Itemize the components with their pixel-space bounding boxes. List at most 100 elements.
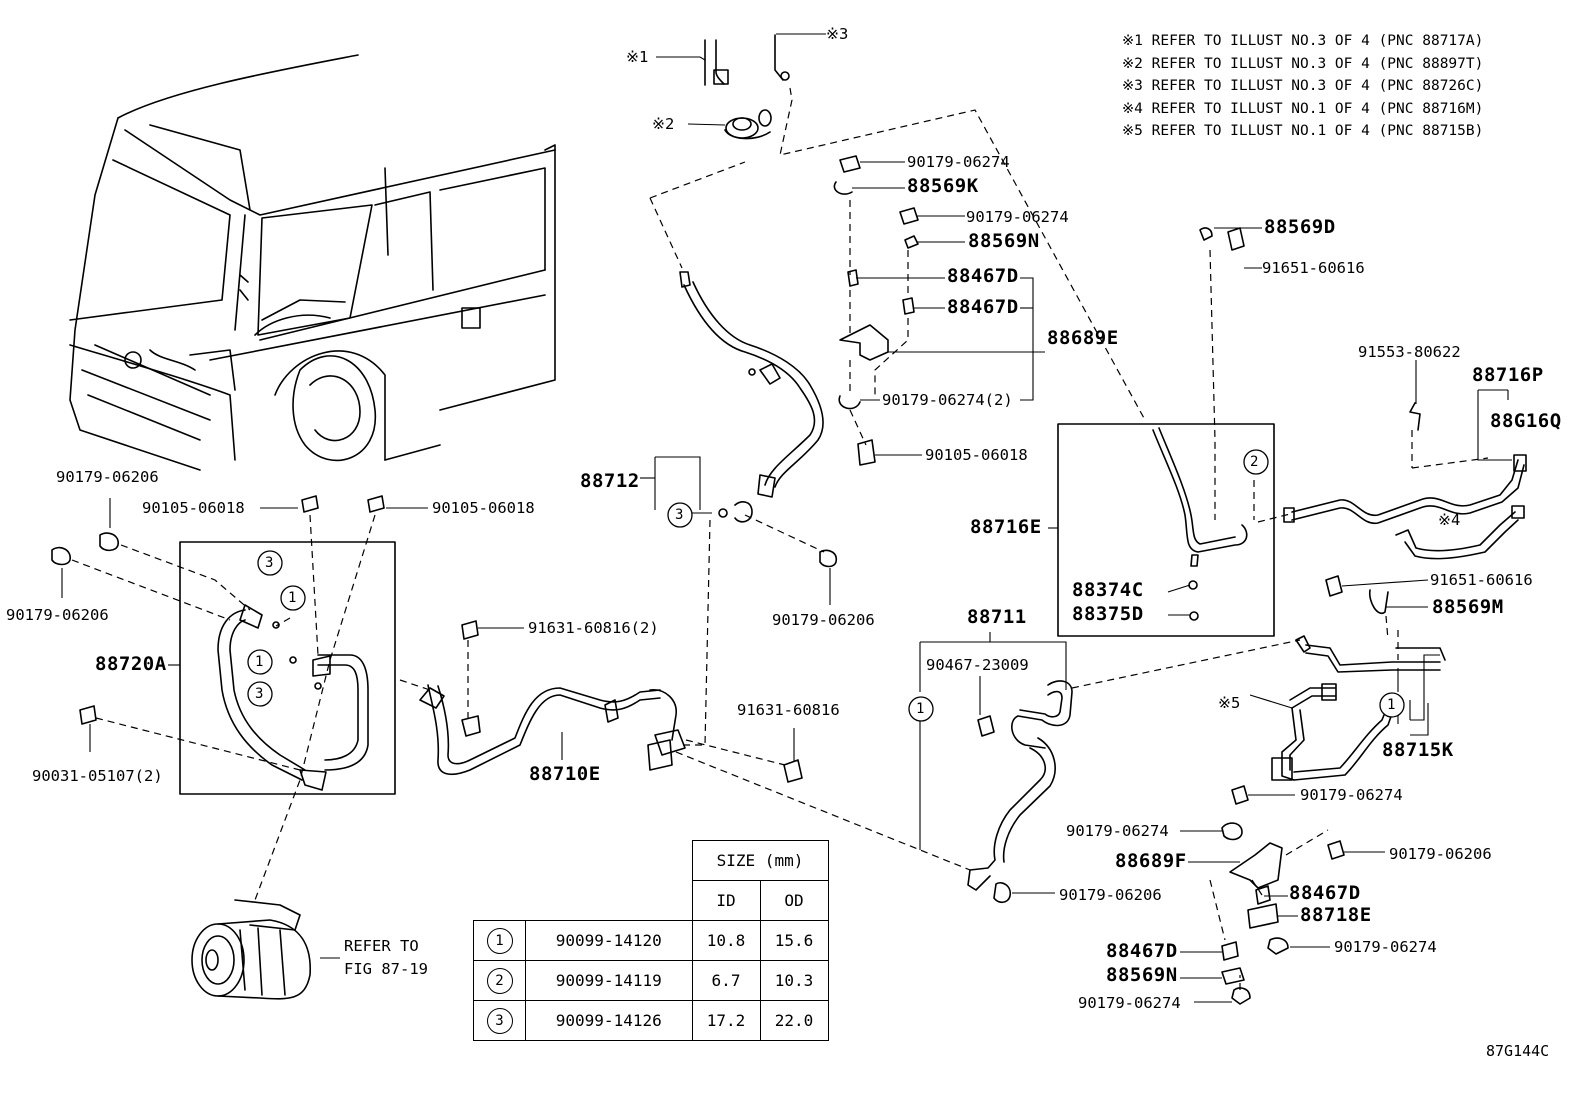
callout-2-right: 2 bbox=[1250, 454, 1259, 470]
part-label[interactable]: 91651-60616 bbox=[1430, 571, 1533, 589]
ref-mark-4: ※4 bbox=[1438, 511, 1461, 529]
ref-mark-3: ※3 bbox=[826, 25, 849, 43]
ref-mark-2: ※2 bbox=[652, 115, 675, 133]
part-label[interactable]: 88467D bbox=[947, 265, 1019, 287]
col-od-header: OD bbox=[759, 880, 829, 921]
col-id-header: ID bbox=[691, 880, 761, 921]
callout-3-left-top: 3 bbox=[265, 555, 274, 571]
part-label[interactable]: 91631-60816(2) bbox=[528, 619, 659, 637]
part-label[interactable]: 90179-06206 bbox=[6, 606, 109, 624]
part-label[interactable]: 90179-06206 bbox=[56, 468, 159, 486]
ref-mark-5: ※5 bbox=[1218, 694, 1241, 712]
compressor-icon bbox=[191, 899, 311, 1000]
part-label[interactable]: 88467D bbox=[1106, 940, 1178, 962]
part-label[interactable]: 88716P bbox=[1472, 364, 1544, 386]
refer-text-line2: FIG 87-19 bbox=[344, 960, 428, 978]
callout-1-left-top: 1 bbox=[288, 590, 297, 606]
callout-1-right: 1 bbox=[1387, 697, 1396, 713]
part-label[interactable]: 90179-06274(2) bbox=[882, 391, 1013, 409]
hose-88711 bbox=[967, 680, 1073, 904]
part-label[interactable]: 88710E bbox=[529, 763, 601, 785]
part-label[interactable]: 90179-06274 bbox=[907, 153, 1010, 171]
table-row: 2 90099-14119 6.7 10.3 bbox=[473, 960, 829, 1001]
row-id: 10.8 bbox=[691, 920, 761, 961]
part-label[interactable]: 88569N bbox=[1106, 964, 1178, 986]
part-label[interactable]: 90179-06274 bbox=[1078, 994, 1181, 1012]
part-label[interactable]: 90179-06206 bbox=[1059, 886, 1162, 904]
part-label[interactable]: 90179-06274 bbox=[966, 208, 1069, 226]
row-id: 17.2 bbox=[691, 1000, 761, 1041]
size-header: SIZE (mm) bbox=[691, 840, 829, 881]
table-row: 1 90099-14120 10.8 15.6 bbox=[473, 920, 829, 961]
part-label[interactable]: 88689F bbox=[1115, 850, 1187, 872]
part-label[interactable]: 88375D bbox=[1072, 603, 1144, 625]
bracket-88689E bbox=[833, 155, 919, 466]
part-label[interactable]: 88712 bbox=[580, 470, 640, 492]
pipe-88715K bbox=[1271, 635, 1446, 781]
refer-text-line1: REFER TO bbox=[344, 937, 419, 955]
note-2: ※2 REFER TO ILLUST NO.3 OF 4 (PNC 88897T… bbox=[1122, 55, 1484, 72]
part-label[interactable]: 88716E bbox=[970, 516, 1042, 538]
row-mark: 2 bbox=[486, 967, 513, 994]
callout-3-center: 3 bbox=[675, 507, 684, 523]
part-label[interactable]: 90179-06274 bbox=[1300, 786, 1403, 804]
part-label[interactable]: 88569N bbox=[968, 230, 1040, 252]
table-row: 3 90099-14126 17.2 22.0 bbox=[473, 1000, 829, 1041]
figure-code: 87G144C bbox=[1486, 1042, 1550, 1060]
part-label[interactable]: 88711 bbox=[967, 606, 1027, 628]
part-label[interactable]: 90179-06274 bbox=[1066, 822, 1169, 840]
pipe-88716P bbox=[1283, 402, 1527, 615]
part-label[interactable]: 91631-60816 bbox=[737, 701, 840, 719]
part-label[interactable]: 90105-06018 bbox=[142, 499, 245, 517]
part-label[interactable]: 88689E bbox=[1047, 327, 1119, 349]
reference-notes: ※1 REFER TO ILLUST NO.3 OF 4 (PNC 88717A… bbox=[1122, 30, 1483, 143]
part-label[interactable]: 88718E bbox=[1300, 904, 1372, 926]
part-label[interactable]: 88720A bbox=[95, 653, 167, 675]
part-label[interactable]: 88G16Q bbox=[1490, 410, 1562, 432]
fasteners bbox=[51, 227, 1245, 783]
row-part[interactable]: 90099-14120 bbox=[525, 920, 693, 961]
note-3: ※3 REFER TO ILLUST NO.3 OF 4 (PNC 88726C… bbox=[1122, 78, 1484, 94]
dashed-connectors bbox=[71, 87, 1489, 990]
note-1: ※1 REFER TO ILLUST NO.3 OF 4 (PNC 88717A… bbox=[1122, 33, 1484, 49]
vehicle-illustration bbox=[69, 54, 556, 471]
callout-3-left-mid: 3 bbox=[255, 686, 264, 702]
part-label[interactable]: 88467D bbox=[1289, 882, 1361, 904]
row-mark: 1 bbox=[486, 927, 513, 954]
part-label[interactable]: 90467-23009 bbox=[926, 656, 1029, 674]
callout-1-center: 1 bbox=[916, 701, 925, 717]
part-label[interactable]: 88569D bbox=[1264, 216, 1336, 238]
part-label[interactable]: 88569M bbox=[1432, 596, 1504, 618]
row-mark: 3 bbox=[486, 1007, 513, 1034]
ref-mark-1: ※1 bbox=[626, 48, 649, 66]
part-label[interactable]: 90105-06018 bbox=[925, 446, 1028, 464]
part-label[interactable]: 90179-06206 bbox=[1389, 845, 1492, 863]
part-label[interactable]: 88467D bbox=[947, 296, 1019, 318]
part-label[interactable]: 88569K bbox=[907, 175, 979, 197]
part-label[interactable]: 91553-80622 bbox=[1358, 343, 1461, 361]
row-part[interactable]: 90099-14126 bbox=[525, 1000, 693, 1041]
part-label[interactable]: 91651-60616 bbox=[1262, 259, 1365, 277]
hose-88712 bbox=[679, 34, 824, 523]
row-od: 15.6 bbox=[759, 920, 829, 961]
callout-1-left-mid: 1 bbox=[255, 654, 264, 670]
note-4: ※4 REFER TO ILLUST NO.1 OF 4 (PNC 88716M… bbox=[1122, 100, 1484, 117]
part-label[interactable]: 90031-05107(2) bbox=[32, 767, 163, 785]
part-label[interactable]: 90179-06274 bbox=[1334, 938, 1437, 956]
hose-88710E bbox=[419, 684, 686, 776]
leader-lines bbox=[61, 33, 1512, 1003]
part-label[interactable]: 90179-06206 bbox=[772, 611, 875, 629]
part-label[interactable]: 88715K bbox=[1382, 739, 1454, 761]
part-label[interactable]: 90105-06018 bbox=[432, 499, 535, 517]
box-88720A bbox=[179, 541, 396, 795]
row-id: 6.7 bbox=[691, 960, 761, 1001]
row-od: 22.0 bbox=[759, 1000, 829, 1041]
note-5: ※5 REFER TO ILLUST NO.1 OF 4 (PNC 88715B… bbox=[1122, 123, 1484, 139]
row-part[interactable]: 90099-14119 bbox=[525, 960, 693, 1001]
box-88716E bbox=[1057, 423, 1275, 637]
row-od: 10.3 bbox=[759, 960, 829, 1001]
callout-circles bbox=[247, 449, 1405, 722]
bracket-88689F bbox=[1221, 785, 1345, 1005]
part-label[interactable]: 88374C bbox=[1072, 579, 1144, 601]
